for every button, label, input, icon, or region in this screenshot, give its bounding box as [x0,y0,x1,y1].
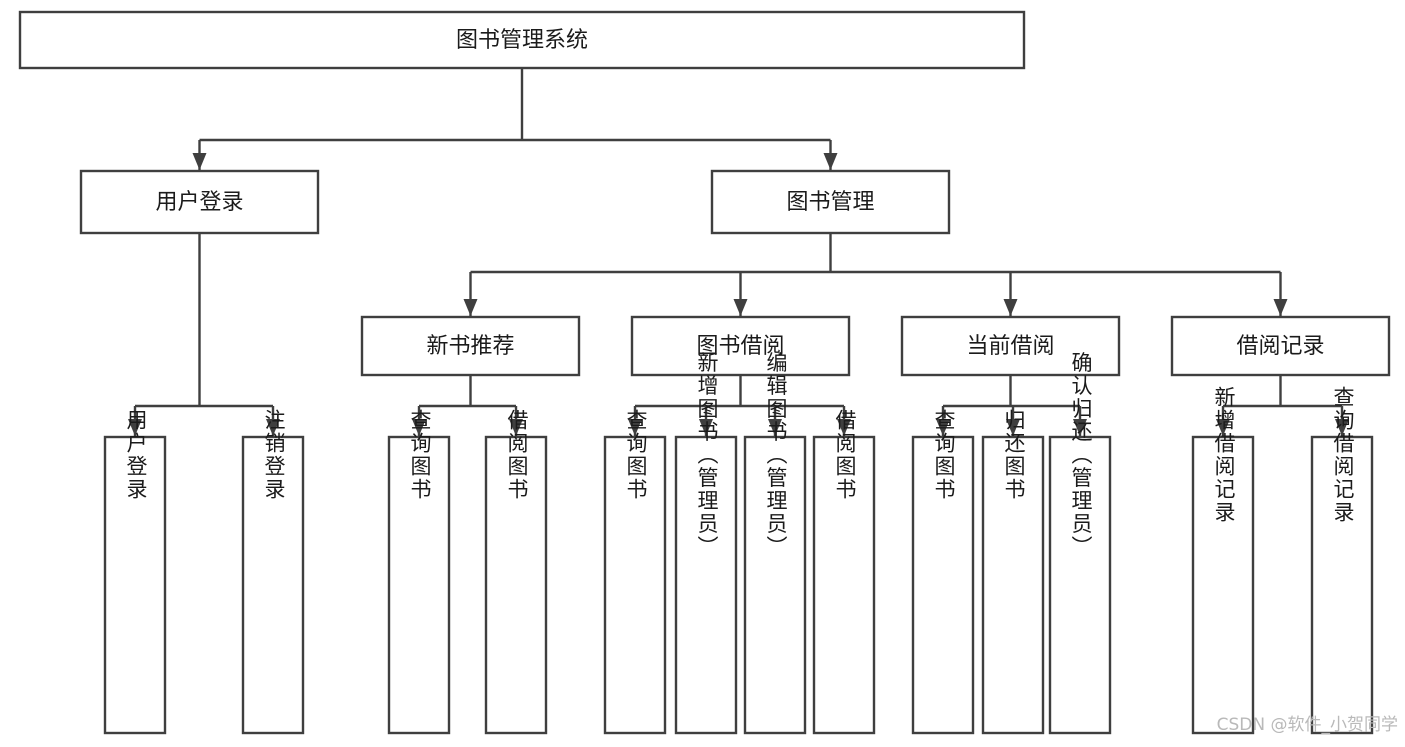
node-label: 当前借阅 [966,334,1054,359]
leaf-node-11: 新增借阅记录 [1191,386,1255,735]
node-label: 查询图书 [624,409,648,501]
level3-node-2: 当前借阅 [900,315,1121,377]
node-label: 新增借阅记录 [1212,386,1236,524]
node-box-rect [1048,435,1112,735]
leaf-node-4: 查询图书 [603,409,667,735]
node-label: 借阅记录 [1236,334,1324,359]
node-box-rect [743,435,807,735]
arrow-head-icon [128,419,142,436]
node-box-rect [911,435,975,735]
node-box-rect [710,169,951,235]
csdn-watermark: CSDN @软件_小贺同学 [1217,715,1398,735]
node-box-rect [241,435,305,735]
leaf-node-6: 编辑图书（管理员） [743,352,807,735]
node-box-rect [630,315,851,377]
level2-node-1: 图书管理 [710,169,951,235]
arrow-head-icon [936,419,950,436]
node-label: 图书借阅 [696,334,784,359]
node-box-rect [900,315,1121,377]
arrow-head-icon [1003,299,1018,316]
node-box-rect [484,435,548,735]
connector-lines [128,68,1349,436]
arrow-head-icon [192,153,207,170]
node-box-rect [387,435,451,735]
leaf-node-5: 新增图书（管理员） [674,352,738,735]
node-label: 用户登录 [124,409,148,501]
node-box-rect [981,435,1045,735]
node-label: 用户登录 [155,190,243,215]
arrow-head-icon [1273,299,1288,316]
arrow-head-icon [699,419,713,436]
leaf-node-3: 借阅图书 [484,409,548,735]
arrow-head-icon [1216,419,1230,436]
arrow-head-icon [628,419,642,436]
arrow-head-icon [733,299,748,316]
node-label: 新书推荐 [426,334,514,359]
node-label: 图书管理 [786,190,874,215]
node-box-rect [79,169,320,235]
node-box-rect [360,315,581,377]
arrow-head-icon [509,419,523,436]
node-box-rect [103,435,167,735]
node-label: 新增图书（管理员） [695,352,719,559]
leaf-node-8: 查询图书 [911,409,975,735]
leaf-node-7: 借阅图书 [812,409,876,735]
node-label: 确认归还（管理员） [1069,352,1093,559]
arrow-head-icon [1006,419,1020,436]
node-box-rect [812,435,876,735]
arrow-head-icon [266,419,280,436]
node-box-rect [674,435,738,735]
arrow-head-icon [412,419,426,436]
level3-node-3: 借阅记录 [1170,315,1391,377]
leaf-node-10: 确认归还（管理员） [1048,352,1112,735]
node-box-rect [1191,435,1255,735]
arrow-head-icon [768,419,782,436]
level3-node-0: 新书推荐 [360,315,581,377]
node-label: 归还图书 [1002,409,1026,501]
arrow-head-icon [463,299,478,316]
leaf-node-2: 查询图书 [387,409,451,735]
arrow-head-icon [1335,419,1349,436]
node-box-rect [603,435,667,735]
arrow-head-icon [837,419,851,436]
root-node-图书管理系统: 图书管理系统 [18,10,1026,70]
arrow-head-icon [1073,419,1087,436]
node-label: 编辑图书（管理员） [764,352,788,559]
level3-node-1: 图书借阅 [630,315,851,377]
node-label: 借阅图书 [505,409,529,501]
node-box-rect [1170,315,1391,377]
node-boxes: 图书管理系统用户登录图书管理新书推荐图书借阅当前借阅借阅记录用户登录注销登录查询… [18,10,1391,735]
node-label: 注销登录 [262,409,286,501]
node-box-rect [18,10,1026,70]
leaf-node-9: 归还图书 [981,409,1045,735]
node-label: 查询借阅记录 [1331,386,1355,524]
leaf-node-0: 用户登录 [103,409,167,735]
level2-node-0: 用户登录 [79,169,320,235]
node-label: 查询图书 [408,409,432,501]
leaf-node-12: 查询借阅记录 [1310,386,1374,735]
leaf-node-1: 注销登录 [241,409,305,735]
node-label: 图书管理系统 [456,28,588,53]
node-label: 借阅图书 [833,409,857,501]
arrow-head-icon [823,153,838,170]
node-box-rect [1310,435,1374,735]
node-label: 查询图书 [932,409,956,501]
